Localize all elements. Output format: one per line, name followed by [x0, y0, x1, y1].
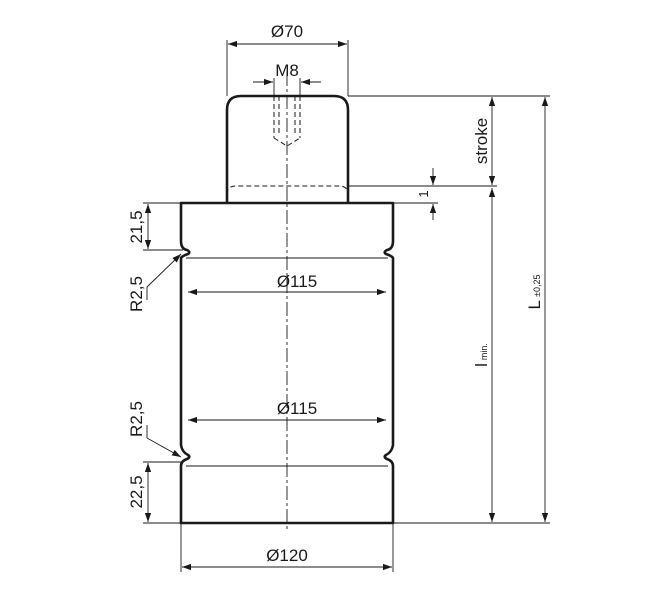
piston-rod-outline — [225, 94, 350, 203]
dimension-thread — [253, 78, 321, 96]
label-thread: M8 — [275, 61, 299, 80]
label-radius-bottom: R2,5 — [127, 401, 146, 437]
radius-leader-top — [146, 253, 182, 300]
dimension-top-height — [143, 202, 183, 251]
label-radius-top: R2,5 — [127, 276, 146, 312]
label-bottom-height: 22,5 — [127, 475, 146, 508]
label-top-height: 21,5 — [127, 210, 146, 243]
label-body-diameter: Ø120 — [266, 546, 308, 565]
radius-leader-bottom — [146, 425, 182, 458]
stroke-limit-line — [226, 185, 349, 195]
label-piston-diameter: Ø70 — [271, 22, 303, 41]
label-groove-diameter-top: Ø115 — [277, 272, 317, 291]
label-length-total: L±0,25 — [525, 275, 544, 310]
label-length-min: lmin. — [472, 343, 491, 367]
dimension-piston-diameter — [226, 40, 349, 96]
label-offset: 1 — [416, 190, 431, 197]
dimension-body-diameter — [180, 523, 394, 572]
dimension-bottom-height — [143, 461, 183, 524]
label-stroke: stroke — [472, 118, 491, 164]
label-groove-diameter-bottom: Ø115 — [277, 399, 317, 418]
thread-hole — [273, 96, 301, 147]
